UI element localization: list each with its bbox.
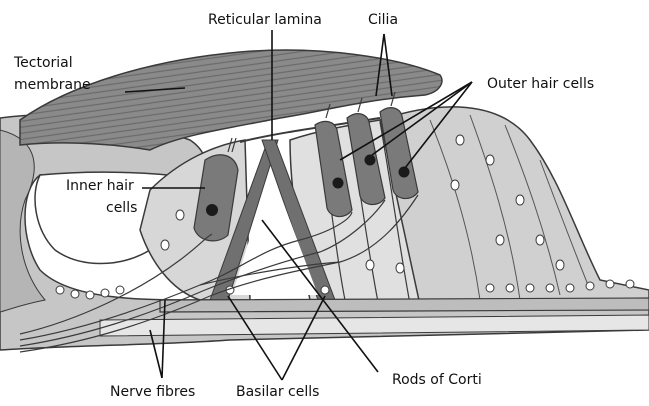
outer-hair-cell-2-nucleus	[365, 155, 376, 166]
label-tectorial-membrane-line2: membrane	[14, 77, 91, 94]
label-rods-of-corti: Rods of Corti	[392, 372, 482, 389]
hensen-cells	[380, 107, 649, 305]
inner-hair-cell-nucleus	[206, 204, 218, 216]
outer-hair-cells-group	[315, 92, 418, 217]
label-reticular-lamina: Reticular lamina	[208, 12, 322, 29]
label-tectorial-membrane-line1: Tectorial	[14, 55, 73, 72]
outer-hair-cell-3-nucleus	[399, 167, 410, 178]
label-outer-hair-cells: Outer hair cells	[487, 76, 594, 93]
outer-hair-cell-1-nucleus	[333, 178, 344, 189]
label-nerve-fibres: Nerve fibres	[110, 384, 195, 401]
label-inner-hair-cells-line2: cells	[106, 200, 137, 217]
label-basilar-cells: Basilar cells	[236, 384, 319, 401]
label-cilia: Cilia	[368, 12, 398, 29]
label-inner-hair-cells-line1: Inner hair	[66, 178, 134, 195]
